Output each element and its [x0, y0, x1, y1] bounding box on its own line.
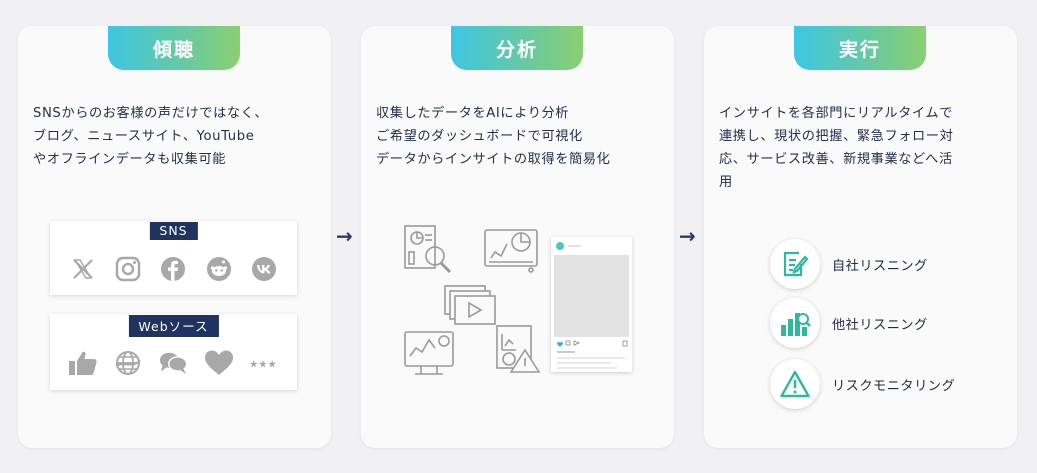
description-line: ブログ、ニュースサイト、YouTube	[33, 129, 255, 144]
description-line: データからインサイトの取得を簡易化	[376, 152, 611, 167]
bar-chart-search-icon	[770, 298, 820, 348]
step-card-execute: 実行 インサイトを各部門にリアルタイムで 連携し、現状の把握、緊急フォロー対 応…	[704, 26, 1017, 448]
social-post-mockup	[551, 237, 632, 372]
chat-bubbles-icon	[158, 348, 188, 378]
feature-label: 他社リスニング	[832, 317, 928, 333]
feature-label: リスクモニタリング	[832, 378, 956, 394]
step-description: SNSからのお客様の声だけではなく、 ブログ、ニュースサイト、YouTube や…	[33, 102, 323, 171]
description-line: 用	[719, 175, 733, 190]
sns-sources-box: SNS	[50, 221, 297, 295]
step-description: インサイトを各部門にリアルタイムで 連携し、現状の把握、緊急フォロー対 応、サー…	[719, 102, 1009, 194]
step-card-listen: 傾聴 SNSからのお客様の声だけではなく、 ブログ、ニュースサイト、YouTub…	[18, 26, 331, 448]
stars-icon: ★★★	[249, 348, 279, 378]
x-icon	[68, 254, 98, 284]
reddit-icon	[204, 254, 234, 284]
description-line: 収集したデータをAIにより分析	[376, 106, 570, 121]
web-label: Webソース	[128, 315, 219, 337]
vk-icon	[249, 254, 279, 284]
description-line: SNSからのお客様の声だけではなく、	[33, 106, 269, 121]
step-card-analyze: 分析 収集したデータをAIにより分析 ご希望のダッシュボードで可視化 データから…	[361, 26, 674, 448]
feature-label: 自社リスニング	[832, 258, 928, 274]
step-title: 傾聴	[108, 26, 240, 70]
description-line: インサイトを各部門にリアルタイムで	[719, 106, 953, 121]
description-line: ご希望のダッシュボードで可視化	[376, 129, 583, 144]
facebook-icon	[158, 254, 188, 284]
step-title: 実行	[794, 26, 926, 70]
globe-icon	[113, 348, 143, 378]
feature-own-listening: 自社リスニング	[770, 239, 928, 289]
warning-icon	[770, 359, 820, 409]
description-line: やオフラインデータも収集可能	[33, 152, 227, 167]
feature-risk-monitoring: リスクモニタリング	[770, 359, 955, 409]
sns-label: SNS	[149, 222, 198, 240]
flow-arrow: →	[336, 224, 353, 248]
analytics-illustration-icons	[404, 225, 541, 375]
edit-document-icon	[770, 239, 820, 289]
description-line: 連携し、現状の把握、緊急フォロー対	[719, 129, 954, 144]
step-title: 分析	[451, 26, 583, 70]
feature-competitor-listening: 他社リスニング	[770, 298, 928, 348]
svg-text:★★★: ★★★	[249, 359, 277, 370]
description-line: 応、サービス改善、新規事業などへ活	[719, 152, 953, 167]
web-sources-box: Webソース ★★★	[50, 314, 297, 390]
step-description: 収集したデータをAIにより分析 ご希望のダッシュボードで可視化 データからインサ…	[376, 102, 666, 171]
thumbs-up-icon	[68, 348, 98, 378]
heart-icon	[204, 348, 234, 378]
instagram-icon	[113, 254, 143, 284]
flow-arrow: →	[679, 224, 696, 248]
